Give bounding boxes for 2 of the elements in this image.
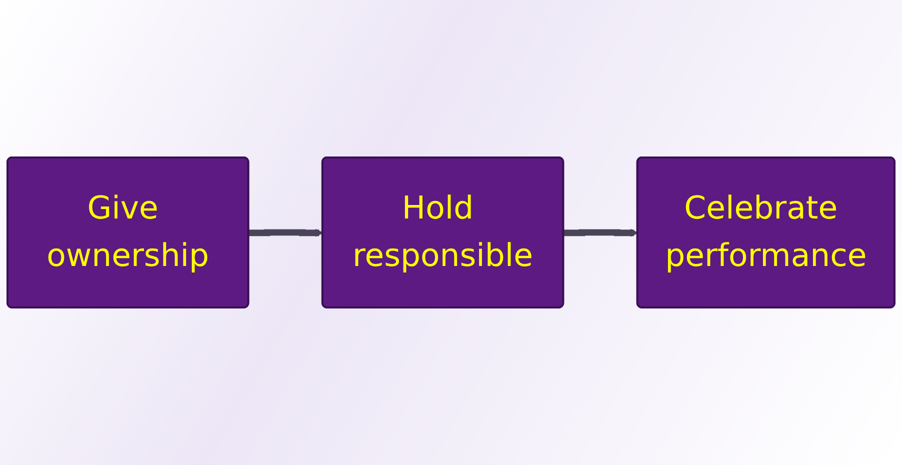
arrow: [248, 228, 324, 237]
arrow: [564, 228, 638, 237]
